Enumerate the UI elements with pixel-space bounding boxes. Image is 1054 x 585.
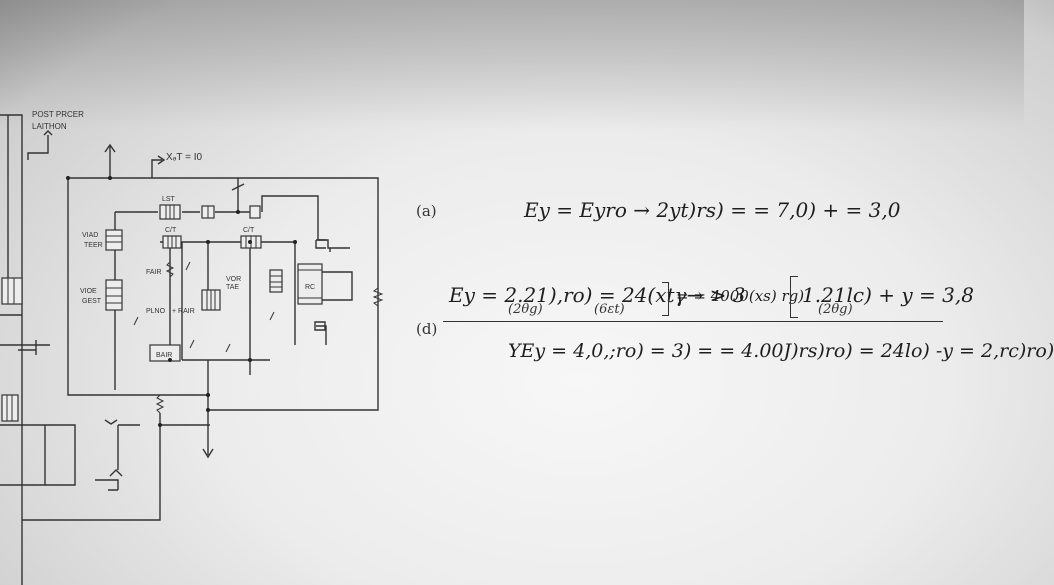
left-block-viad-label-a: VIAD	[82, 232, 98, 239]
equation-d-denominator: YEy = 4,0,;ro) = 3) = = 4.00J)rs)ro) = 2…	[508, 340, 1054, 362]
fair-resistor	[165, 261, 175, 278]
component-lst-label: LST	[162, 196, 176, 203]
equation-a: Ey = Eyro → 2yt)rs) = = 7,0) + = 3,0	[524, 198, 901, 222]
bottom-arrow-head	[202, 448, 214, 459]
equation-d-numerator-part1: Ey = 2.21),ro) = 24(xtγ→ > 3	[449, 283, 746, 307]
bottom-resistor	[155, 394, 165, 414]
left-block-viad	[105, 229, 123, 251]
top-formula-label: XₔT = I0	[166, 152, 202, 163]
left-component-2	[1, 394, 19, 422]
voe-label-b: TAE	[226, 284, 239, 291]
top-probe-wire	[151, 159, 162, 178]
upper-bus-wire	[115, 195, 319, 240]
component-stack	[269, 269, 283, 293]
fraction-bar	[443, 321, 943, 322]
schematic-title-line1: POST PRCER	[32, 110, 84, 119]
left-component-1	[1, 277, 23, 305]
bottom-bus-wire	[182, 359, 270, 455]
title-arrow-wire	[27, 135, 49, 160]
left-ground-wires	[0, 314, 50, 355]
numerator-sub-3: (2θg)	[818, 302, 853, 317]
equation-d-numerator-part2: = = 4000(xs) rg)	[676, 287, 805, 305]
rair-label: + RAIR	[172, 308, 195, 315]
bottom-left-wires	[0, 424, 140, 486]
top-arrow-head	[104, 143, 116, 153]
numerator-left-bracket	[790, 276, 798, 318]
left-block-vioe-label-a: VIOE	[80, 288, 97, 295]
schematic-title-line2: LAITHON	[32, 122, 67, 131]
outer-loop-wire	[68, 177, 379, 411]
voe-label-a: VOR	[226, 276, 241, 283]
outer-left-wire	[67, 178, 210, 396]
arrow-head	[43, 130, 53, 136]
left-block-vioe-label-b: GEST	[82, 298, 102, 305]
equation-d-numerator-part3: 1.21lc) + y = 3,8	[802, 283, 974, 307]
bair-label: BAIR	[156, 352, 172, 359]
numerator-sub-1: (2θg)	[508, 302, 543, 317]
numerator-sub-2: (6εt)	[594, 302, 625, 317]
rc-block	[297, 263, 323, 305]
component-ct2-label: C/T	[243, 227, 255, 234]
plno-label: PLNO	[146, 308, 166, 315]
circuit-schematic: POST PRCER LAITHON XₔT = I0 LST C/T C/T …	[0, 110, 384, 585]
left-block-vioe	[105, 279, 123, 311]
rc-output-wires	[318, 239, 353, 301]
equation-tag-a: (a)	[416, 202, 437, 220]
rc-label: RC	[305, 284, 315, 291]
equation-tag-d: (d)	[416, 320, 438, 338]
component-small	[249, 205, 261, 219]
numerator-right-bracket	[662, 282, 669, 316]
right-resistor	[372, 287, 384, 307]
left-block-viad-label-b: TEER	[84, 242, 103, 249]
fair-label: FAIR	[146, 269, 162, 276]
bair-block	[149, 344, 181, 362]
component-ct1-label: C/T	[165, 227, 177, 234]
internal-vertical-wires	[169, 242, 296, 360]
